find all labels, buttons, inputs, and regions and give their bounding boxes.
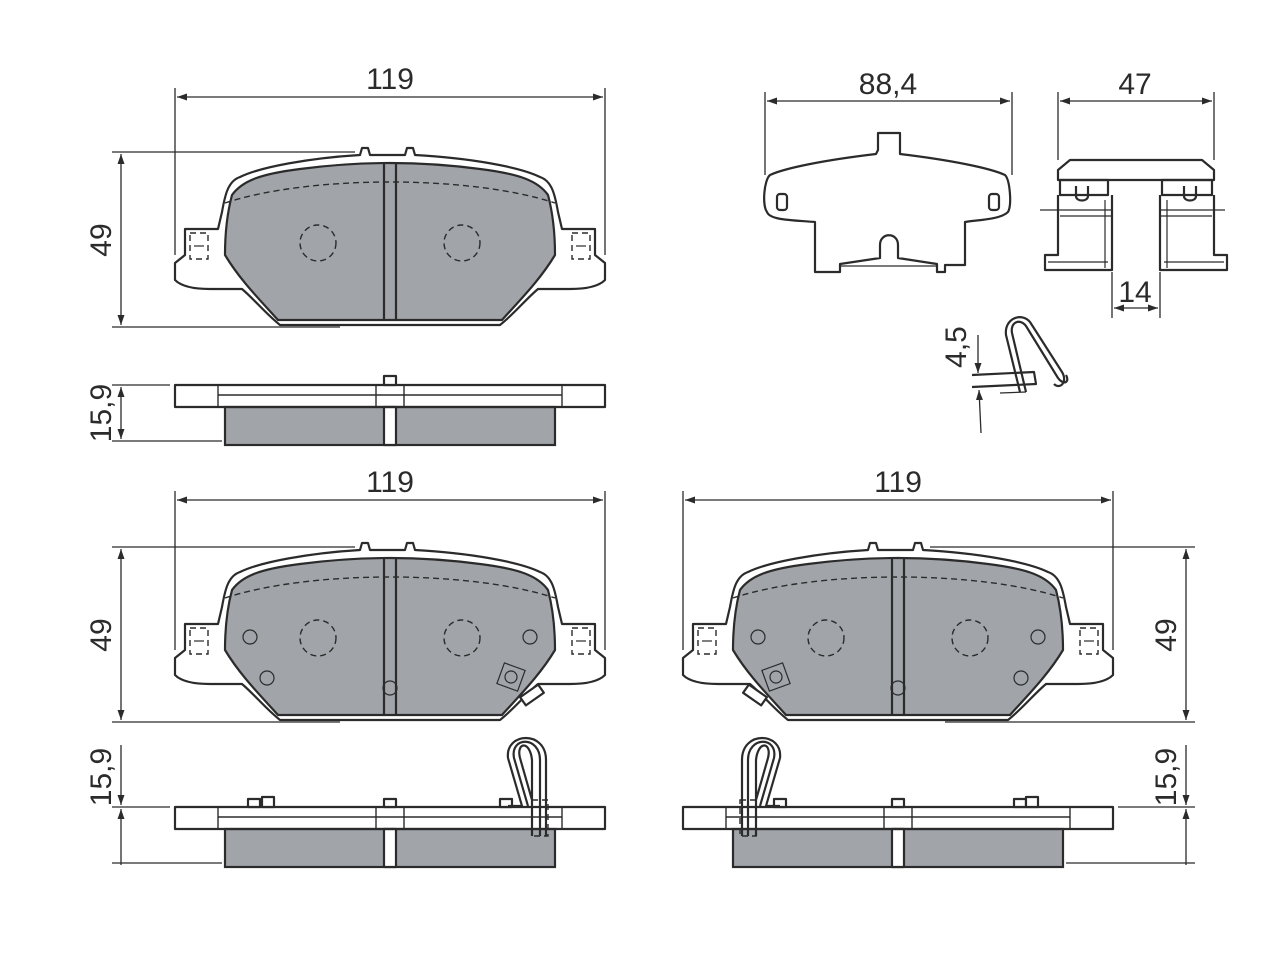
pad3-thickness-label: 15,9 <box>1150 748 1183 806</box>
clip-inner-dimension: 14 <box>1111 272 1161 318</box>
pad3-height-label: 49 <box>1150 618 1183 651</box>
shim-width-label: 88,4 <box>859 68 917 101</box>
pad1-side-view <box>173 374 607 447</box>
pad2-front-view <box>173 541 607 722</box>
pad2-thickness-dimension: 15,9 <box>85 745 222 865</box>
pad2-thickness-label: 15,9 <box>85 748 118 806</box>
pad1-front-view <box>173 146 607 327</box>
clip-inner-label: 14 <box>1118 276 1151 309</box>
clip-width-dimension: 47 <box>1057 68 1215 160</box>
pad1-height-label: 49 <box>85 223 118 256</box>
pad1-thickness-label: 15,9 <box>85 384 118 442</box>
pad2-width-dimension: 119 <box>174 466 606 650</box>
spring-thickness-label: 4,5 <box>940 326 973 368</box>
spring-thickness-dimension: 4,5 <box>940 326 983 434</box>
spring-drawing <box>971 316 1069 394</box>
pad3-width-dimension: 119 <box>682 466 1114 650</box>
pad3-front-view <box>681 541 1115 722</box>
shim-width-dimension: 88,4 <box>764 68 1013 175</box>
pad3-side-view <box>681 736 1115 869</box>
pad2-height-label: 49 <box>85 618 118 651</box>
pad2-side-view <box>173 736 607 869</box>
pad2-height-dimension: 49 <box>85 546 355 723</box>
pad1-height-dimension: 49 <box>85 151 355 328</box>
clip-drawing <box>1040 158 1229 272</box>
clip-width-label: 47 <box>1118 68 1151 101</box>
shim-drawing <box>763 131 1012 274</box>
pad1-thickness-dimension: 15,9 <box>85 384 222 442</box>
pad3-thickness-dimension: 15,9 <box>1066 745 1195 865</box>
pad2-width-label: 119 <box>366 466 414 499</box>
pad1-width-label: 119 <box>366 63 414 96</box>
pad1-width-dimension: 119 <box>174 63 606 255</box>
pad3-height-dimension: 49 <box>930 546 1195 723</box>
pad3-width-label: 119 <box>874 466 922 499</box>
